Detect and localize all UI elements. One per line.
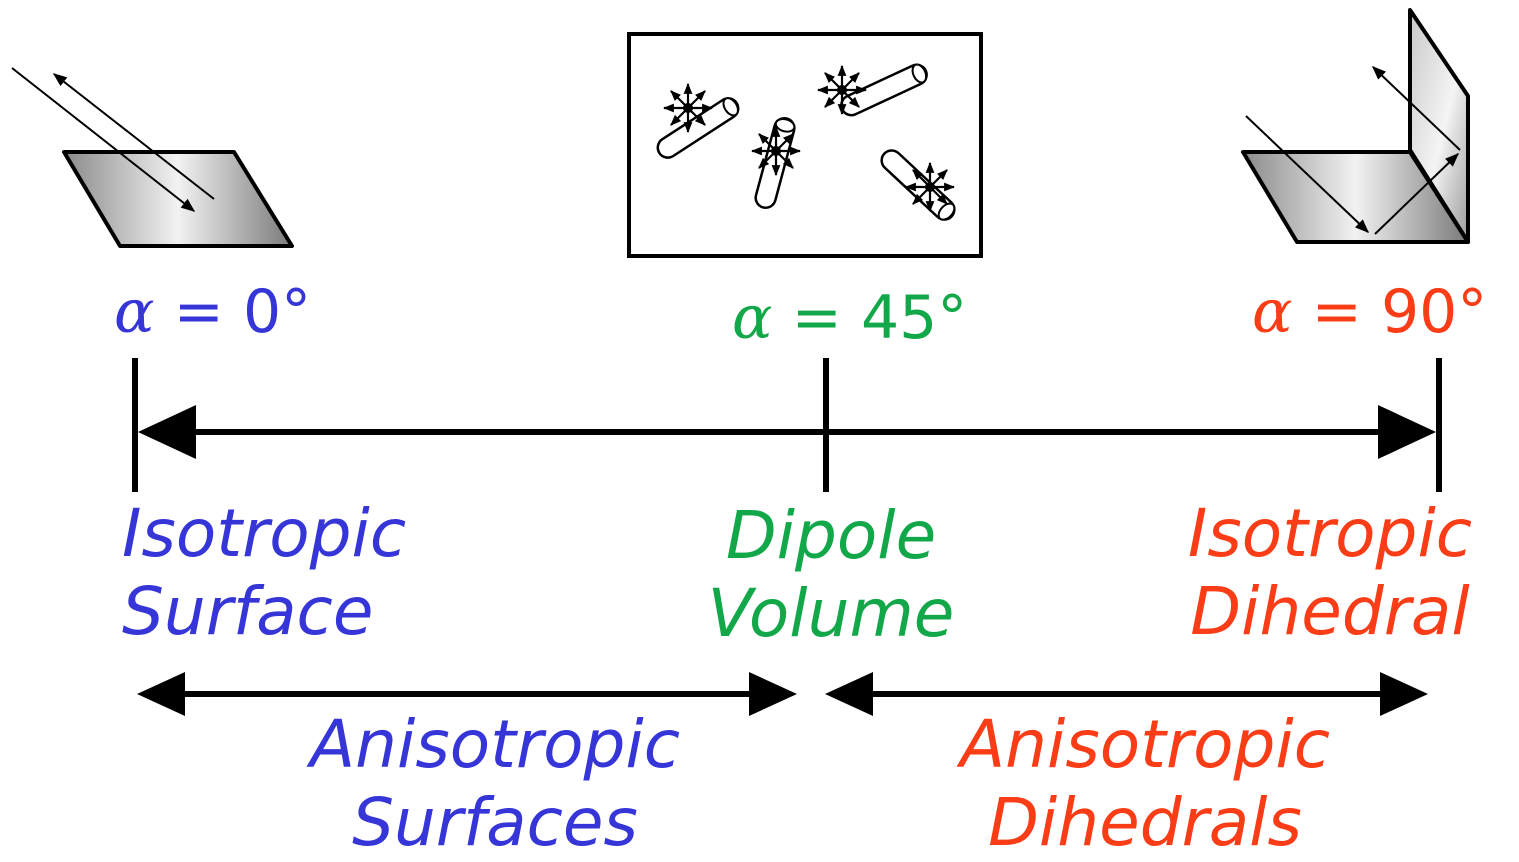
alpha-90-value: = 90° — [1311, 277, 1488, 347]
alpha-0-label: α = 0° — [114, 282, 311, 342]
isotropic-dihedral-label: Isotropic Dihedral — [1150, 495, 1510, 651]
alpha-0-value: = 0° — [173, 277, 312, 347]
dihedral-reflection-icon — [1241, 8, 1470, 244]
anisotropic-surfaces-label: Anisotropic Surfaces — [280, 706, 710, 862]
dipole-volume-line-2: Volume — [707, 575, 955, 652]
anisotropic-surfaces-line-2: Surfaces — [352, 784, 638, 861]
isotropic-surface-line-2: Surface — [122, 573, 374, 650]
alpha-45-label: α = 45° — [732, 288, 967, 348]
anisotropic-dihedrals-line-1: Anisotropic — [960, 706, 1330, 783]
anisotropic-surfaces-line-1: Anisotropic — [310, 706, 680, 783]
anisotropic-dihedrals-line-2: Dihedrals — [988, 784, 1302, 861]
axis-arrowhead-right — [1378, 405, 1436, 459]
anisotropic-dihedrals-label: Anisotropic Dihedrals — [930, 706, 1360, 862]
isotropic-dihedral-line-2: Dihedral — [1190, 573, 1470, 650]
dipole-volume-label: Dipole Volume — [686, 497, 976, 653]
alpha-axis — [132, 358, 1442, 492]
alpha-symbol: α — [1252, 277, 1293, 347]
range-arrow-surfaces — [137, 672, 797, 716]
dipole-volume-line-1: Dipole — [725, 497, 937, 574]
alpha-90-label: α = 90° — [1252, 282, 1487, 342]
axis-arrowhead-left — [138, 405, 196, 459]
range-arrow-dihedrals — [825, 672, 1428, 716]
alpha-45-value: = 45° — [791, 283, 968, 353]
alpha-symbol: α — [732, 283, 773, 353]
isotropic-surface-label: Isotropic Surface — [122, 495, 406, 651]
isotropic-dihedral-line-1: Isotropic — [1187, 495, 1473, 572]
surface-reflection-icon — [11, 67, 294, 248]
isotropic-surface-line-1: Isotropic — [122, 495, 407, 572]
alpha-symbol: α — [114, 277, 155, 347]
dipole-volume-icon — [627, 32, 983, 258]
